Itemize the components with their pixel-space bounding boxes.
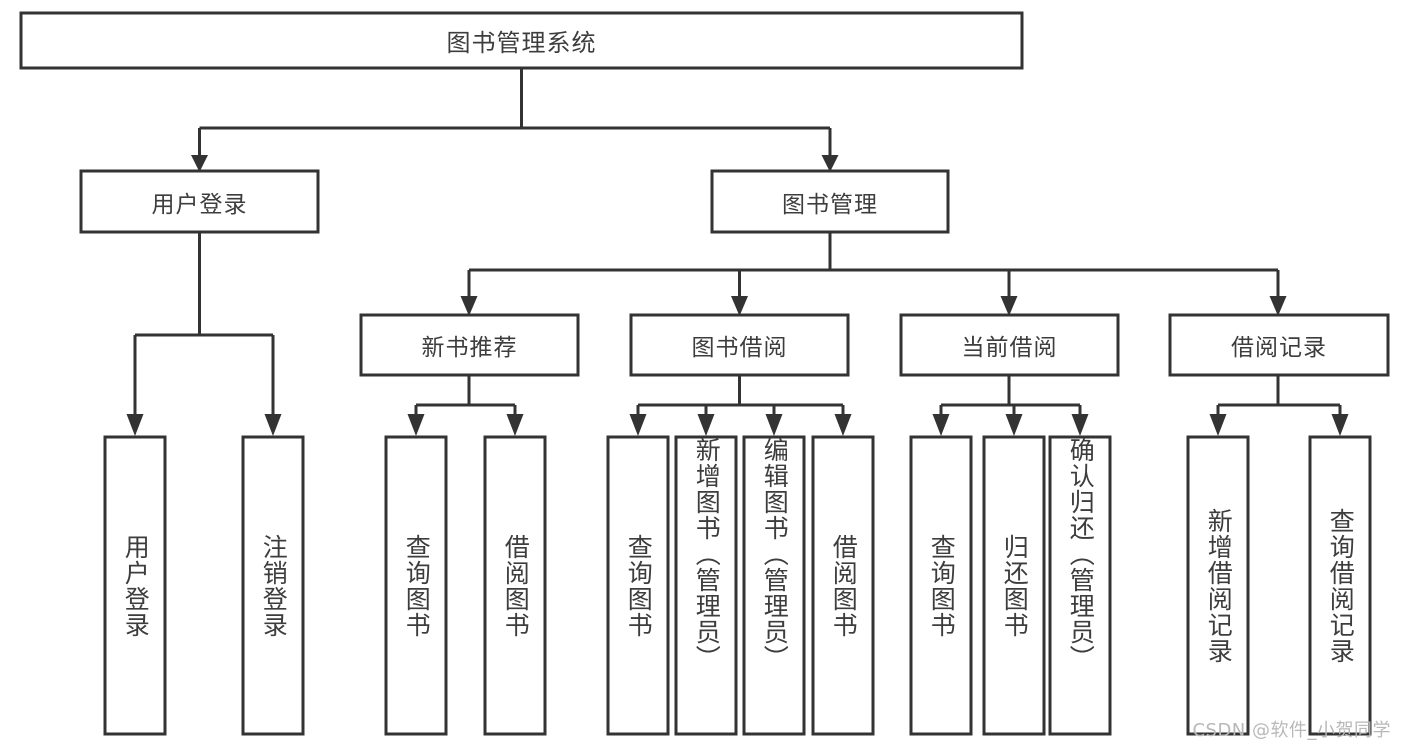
arrowhead-leaf-query-book-2 <box>629 414 647 436</box>
node-current-borrow[interactable] <box>899 313 1120 377</box>
node-new-book-recommend[interactable] <box>359 313 580 377</box>
node-leaf-logout-login[interactable] <box>241 435 305 736</box>
edges-group <box>126 68 1349 436</box>
node-book-borrow[interactable] <box>629 313 850 377</box>
nodes-group <box>19 11 1390 736</box>
node-leaf-query-borrow-record[interactable] <box>1308 435 1372 736</box>
node-root[interactable] <box>19 11 1024 70</box>
arrowhead-leaf-user-login <box>126 414 144 436</box>
arrowhead-leaf-borrow-book-2 <box>834 414 852 436</box>
node-borrow-record[interactable] <box>1168 313 1390 377</box>
node-leaf-add-book[interactable] <box>674 435 738 736</box>
arrowhead-new-book-recommend <box>460 296 478 316</box>
arrowhead-current-borrow <box>1000 296 1018 316</box>
arrowhead-leaf-return-book <box>1005 414 1023 436</box>
arrowhead-leaf-logout-login <box>264 414 282 436</box>
node-leaf-add-borrow-record[interactable] <box>1186 435 1250 736</box>
arrowhead-leaf-confirm-return <box>1071 414 1089 436</box>
node-leaf-borrow-book-2[interactable] <box>811 435 875 736</box>
arrowhead-leaf-add-borrow-record <box>1209 414 1227 436</box>
node-leaf-user-login[interactable] <box>103 435 167 736</box>
arrowhead-leaf-query-borrow-record <box>1331 414 1349 436</box>
arrowhead-leaf-edit-book <box>765 414 783 436</box>
node-leaf-edit-book[interactable] <box>742 435 806 736</box>
node-user-login[interactable] <box>79 169 320 234</box>
node-leaf-query-book-1[interactable] <box>384 435 448 736</box>
arrowhead-leaf-add-book <box>697 414 715 436</box>
arrowhead-user-login <box>191 155 208 172</box>
arrowhead-leaf-borrow-book-1 <box>506 414 524 436</box>
arrowhead-book-borrow <box>731 296 748 316</box>
node-leaf-confirm-return[interactable] <box>1048 435 1112 736</box>
node-leaf-return-book[interactable] <box>982 435 1046 736</box>
node-book-management[interactable] <box>710 169 950 234</box>
node-leaf-borrow-book-1[interactable] <box>483 435 547 736</box>
arrowhead-borrow-record <box>1269 296 1287 316</box>
arrowhead-book-management <box>821 155 839 172</box>
arrowhead-leaf-query-book-3 <box>932 414 950 436</box>
node-leaf-query-book-3[interactable] <box>909 435 973 736</box>
node-leaf-query-book-2[interactable] <box>606 435 670 736</box>
arrowhead-leaf-query-book-1 <box>407 414 425 436</box>
